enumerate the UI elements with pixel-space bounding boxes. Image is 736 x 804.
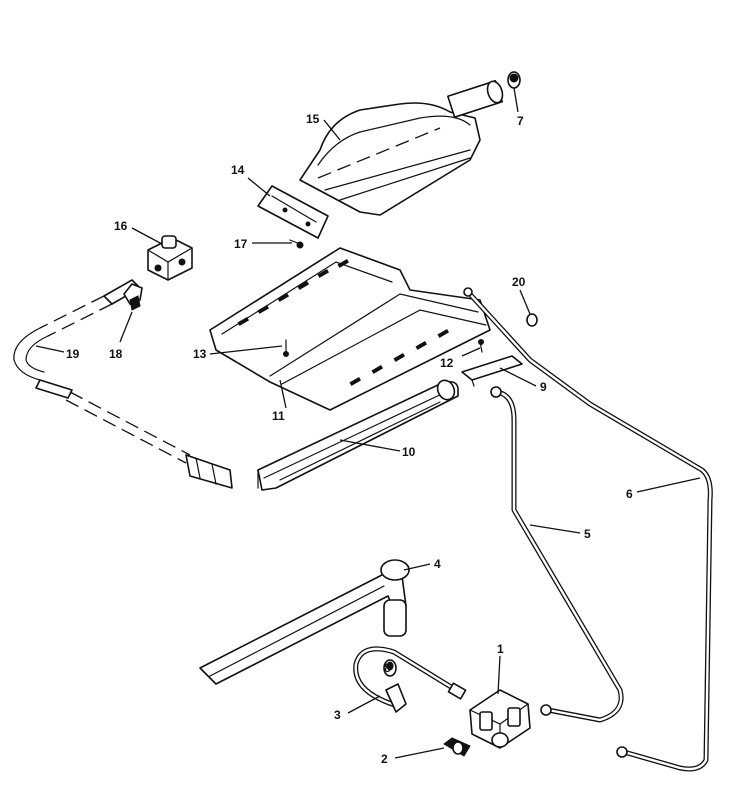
regulator-part-1	[469, 689, 531, 749]
callout-labels: 1 2 3 4 5 6 7 8 9 10 11 12 13 14 15 16 1…	[66, 112, 633, 766]
baffle-slots	[237, 258, 450, 386]
callout-10: 10	[402, 445, 416, 459]
callout-3: 3	[334, 708, 341, 722]
baffle-part-11	[209, 247, 491, 411]
tubing-part-6	[463, 287, 713, 772]
callout-11: 11	[272, 409, 285, 423]
callout-20: 20	[512, 275, 526, 289]
screw-part-12	[478, 339, 484, 353]
orifice-part-7	[507, 71, 521, 89]
callout-19: 19	[66, 347, 80, 361]
oven-burner-part-4	[199, 559, 410, 685]
fitting-part-2	[443, 737, 471, 757]
valve-part-16	[147, 235, 193, 281]
callout-17: 17	[234, 237, 248, 251]
broiler-burner-part-15	[299, 80, 504, 216]
ignitor-tube-part-19	[13, 279, 233, 489]
callout-18: 18	[109, 347, 123, 361]
callout-13: 13	[193, 347, 207, 361]
callout-7: 7	[517, 114, 524, 128]
callout-16: 16	[114, 219, 128, 233]
tube-part-3	[353, 646, 467, 709]
callout-4: 4	[434, 557, 441, 571]
nut-part-18	[123, 283, 143, 311]
bracket-part-9	[461, 355, 523, 387]
callout-15: 15	[306, 112, 320, 126]
bake-burner-part-10	[257, 379, 459, 491]
callout-6: 6	[626, 487, 633, 501]
leader-lines	[35, 87, 701, 759]
callout-14: 14	[231, 163, 245, 177]
callout-9: 9	[540, 380, 547, 394]
fitting-part-8	[383, 659, 407, 713]
cap-part-20	[526, 313, 538, 327]
screw-part-17	[289, 239, 304, 249]
callout-1: 1	[497, 642, 504, 656]
callout-8: 8	[384, 661, 391, 675]
callout-5: 5	[584, 527, 591, 541]
callout-2: 2	[381, 752, 388, 766]
callout-12: 12	[440, 356, 454, 370]
screw-part-13	[283, 339, 289, 357]
tubing-part-5	[490, 386, 624, 723]
bracket-part-14	[257, 185, 329, 239]
